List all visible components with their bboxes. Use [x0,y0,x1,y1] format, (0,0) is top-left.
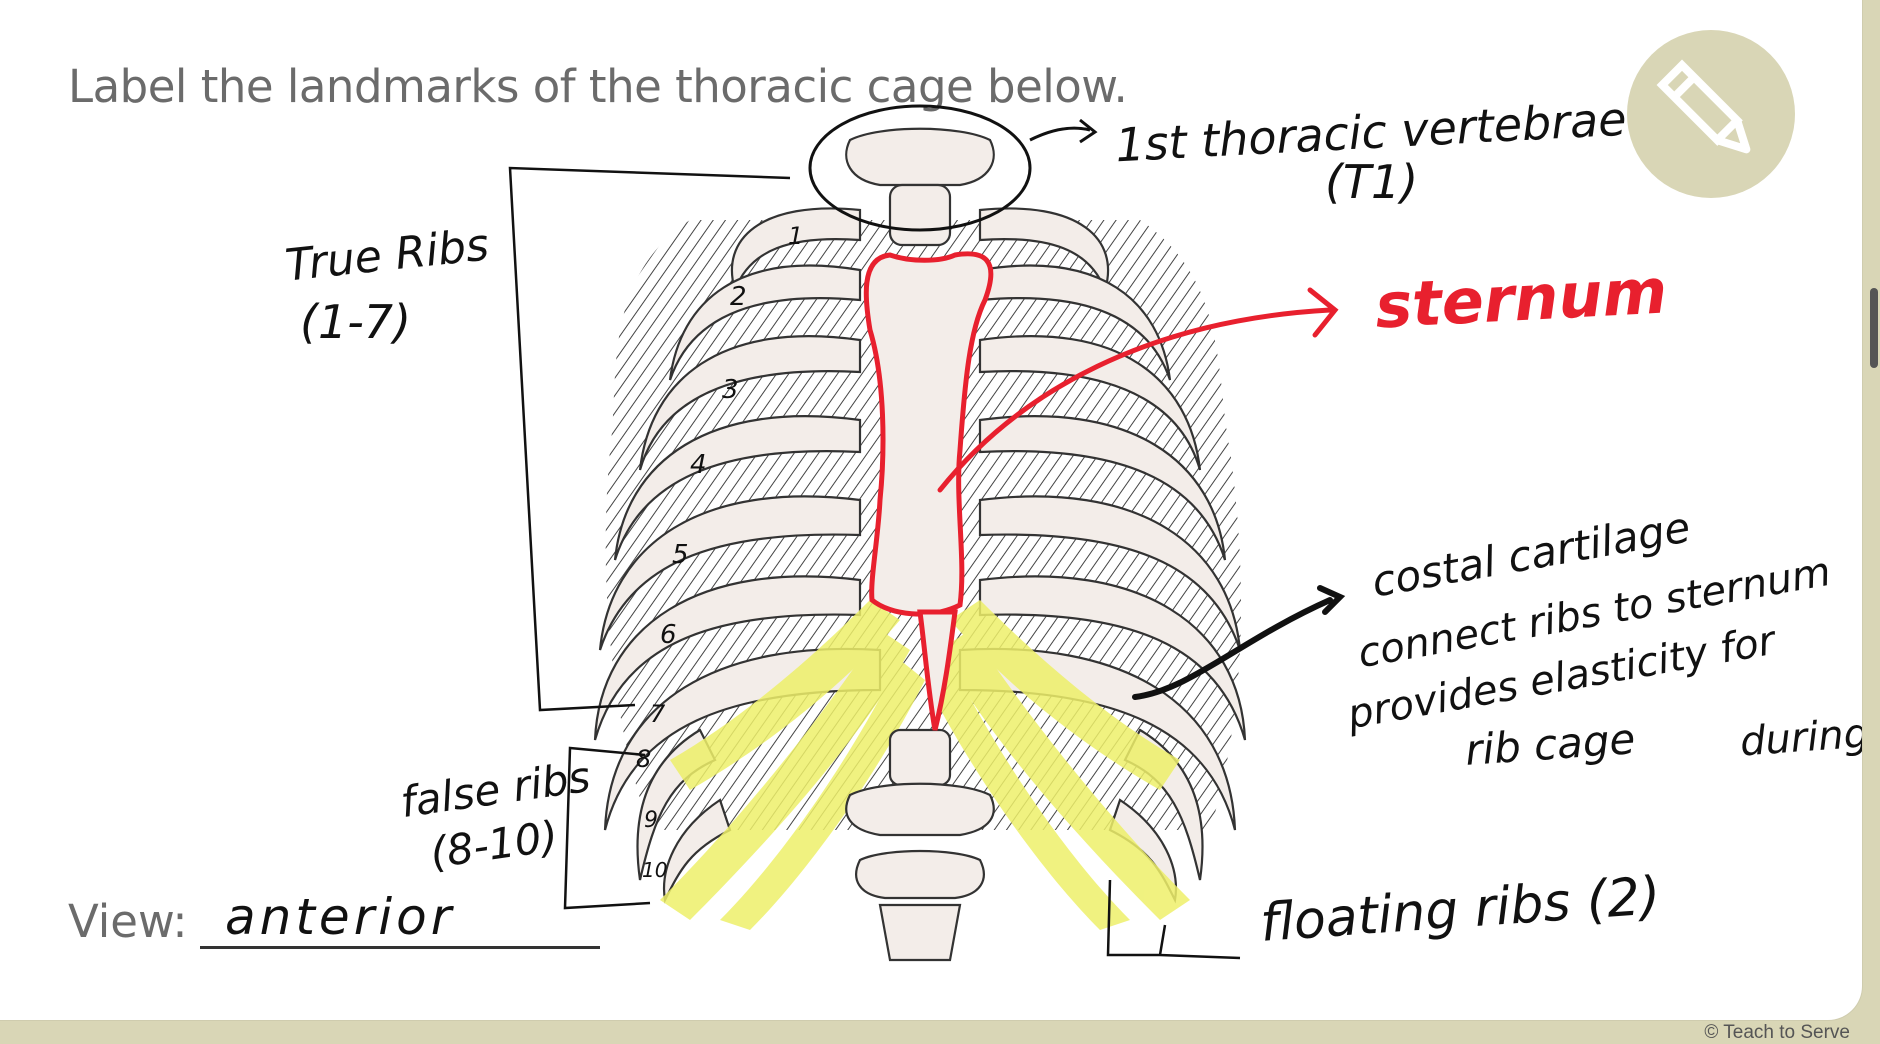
thoracic-cage-diagram [508,104,1346,962]
rib-number: 5 [672,540,689,570]
costal-arrow [1132,585,1346,700]
label-costal-line4b: during [1738,710,1862,766]
xiphoid-process [917,609,958,731]
view-label: View: [68,895,188,948]
edit-button[interactable] [1627,30,1795,198]
scrollbar-thumb[interactable] [1870,288,1878,368]
rib-number: 8 [636,745,652,773]
worksheet-title: Label the landmarks of the thoracic cage… [68,60,1128,113]
rib-number: 7 [650,700,666,728]
t1-arrow [1029,118,1098,144]
worksheet-card: Label the landmarks of the thoracic cage… [0,0,1862,1020]
rib-number: 1 [788,222,804,250]
copyright-text: © Teach to Serve [1704,1022,1850,1043]
label-vertebrae-line2: (T1) [1325,155,1419,209]
rib-number: 3 [722,375,739,405]
rib-number: 4 [690,450,707,480]
sternum-arrow [937,287,1339,493]
rib-number: 2 [730,282,747,312]
costal-cartilage-highlight [660,600,1190,930]
vertebral-column [845,127,995,962]
floating-ribs-bracket [1106,879,1241,960]
label-sternum: sternum [1373,254,1669,343]
view-answer: anterior [225,888,456,946]
false-ribs-bracket [563,746,651,910]
pencil-icon [1656,59,1751,154]
rib-number: 6 [660,620,677,650]
label-true-ribs-line2: (1-7) [300,295,412,349]
view-answer-line [200,946,600,949]
sternum-shape [863,251,994,617]
rib-number: 10 [642,858,668,882]
t1-circle [808,104,1032,232]
true-ribs-bracket [508,166,791,712]
rib-number: 9 [644,808,658,833]
